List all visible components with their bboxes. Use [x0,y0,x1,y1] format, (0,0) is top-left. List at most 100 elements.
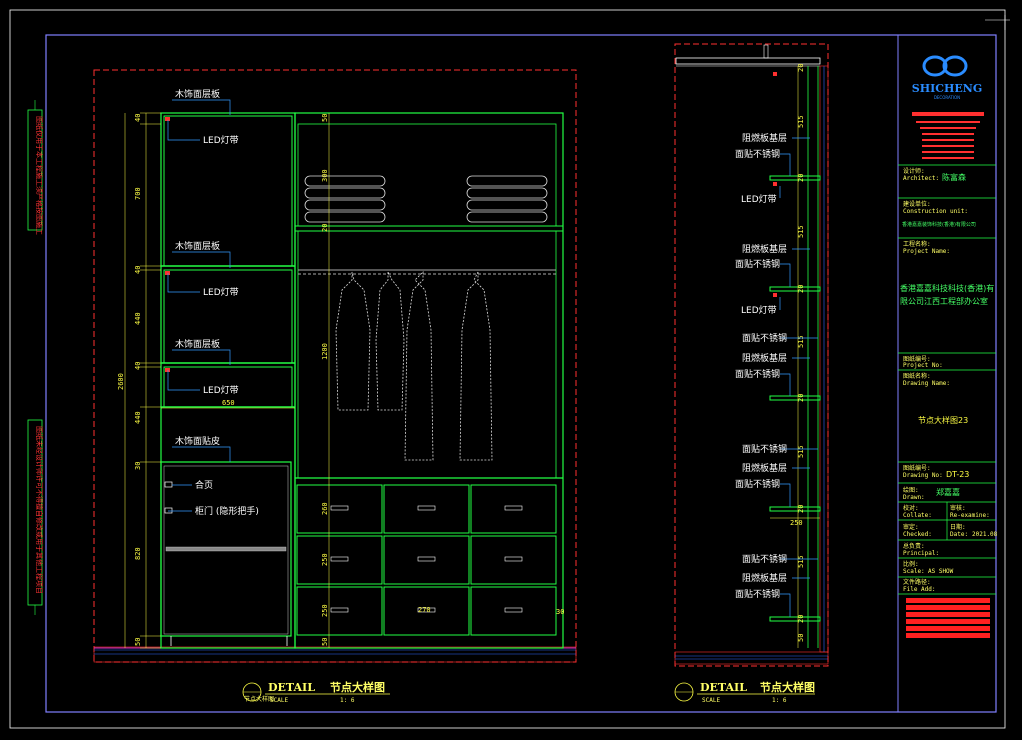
dim-left-1: 700 [134,187,142,200]
r-dim-3: 515 [797,225,805,238]
r-label-d1: 面贴不锈钢 [742,443,787,455]
scale-value: AS SHOW [928,568,954,575]
right-scale-val: 1: 6 [772,697,787,704]
label-door: 柜门 (隐形把手) [195,505,259,517]
r-dim-9: 515 [797,555,805,568]
r-dim-10: 20 [797,615,805,623]
project-value: 香港嘉嘉科技科技(香港)有限公司江西工程部办公室 [900,284,995,306]
file-label-en: File Add: [903,586,936,593]
r-label-c1: 面贴不锈钢 [742,332,787,344]
right-title: DETAIL 节点大样图 SCALE 1: 6 [674,680,815,704]
logo-text: SHICHENG [912,82,982,95]
dim-left-2: 40 [134,266,142,274]
outer-border [9,9,1006,729]
dim-left-8: 50 [134,638,142,646]
label-led-1: LED灯带 [203,135,239,146]
draw-value: 郑嘉嘉 [936,487,960,497]
dim-right-3: 1200 [321,343,329,360]
label-shelf-3: 木饰面层板 [175,338,220,350]
drawing-value: 节点大样图23 [918,415,968,425]
r-dim-0: 20 [797,64,805,72]
dim-30: 30 [556,608,564,616]
r-dim-width: 250 [790,519,803,527]
left-title-en: DETAIL [268,681,315,694]
lead-label: 总负责: [903,542,925,550]
drawing-label: 图纸名称: [903,372,931,380]
date-label-en: Date: [950,531,968,538]
dim-total: 2600 [117,373,125,390]
designer-label: 设计师: [903,167,925,175]
unit-label-en: Construction unit: [903,208,968,215]
label-top-shelf: 木饰面层板 [175,88,220,100]
side-note-top: 图纸仅用于本工程施工须严格按图施工 [35,116,44,235]
project-label-en: Project Name: [903,248,950,255]
page-label: 图纸编号: [903,355,931,363]
dim-right-4: 260 [321,502,329,515]
dim-left-0: 40 [134,114,142,122]
r-dim-4: 20 [797,285,805,293]
scale-label-en: Scale: [903,568,925,575]
r-label-b2: 面贴不锈钢 [735,258,780,270]
approve-label: 审定: [903,523,919,531]
r-label-d2: 阻燃板基层 [742,462,787,474]
r-dim-5: 515 [797,335,805,348]
dim-left-6: 30 [134,462,142,470]
designer-label-en: Architect: [903,175,939,182]
unit-label: 建设单位: [903,200,931,208]
num-label: 图纸编号: [903,464,931,472]
r-label-b1: 阻燃板基层 [742,243,787,255]
drawing-frame [45,34,997,713]
date-label: 日期: [950,523,966,531]
right-title-cn: 节点大样图 [760,680,815,694]
scale-label: 比例: [903,560,919,568]
label-led-2: LED灯带 [203,287,239,298]
drawing-label-en: Drawing Name: [903,380,950,387]
redacted-block [906,598,990,638]
rev-label: 审核: [950,504,966,512]
dim-width: 650 [222,399,235,407]
r-label-c2: 阻燃板基层 [742,352,787,364]
r-label-a2: 面贴不锈钢 [735,148,780,160]
dim-left-4: 40 [134,362,142,370]
right-section: 20 515 20 515 20 515 20 515 20 515 20 50… [674,43,829,704]
left-scale-en: SCALE [270,697,288,704]
left-title: 节点大样图 DETAIL 节点大样图 SCALE 1: 6 [242,680,390,704]
check-label: 校对: [903,504,919,512]
dim-drawer: 270 [418,606,431,614]
dim-right-5: 250 [321,553,329,566]
r-dim-2: 20 [797,174,805,182]
label-hinge: 合页 [195,479,213,491]
left-scale-val: 1: 6 [340,697,355,704]
left-title-cn: 节点大样图 [330,680,385,694]
page-label-en: Project No: [903,362,943,369]
r-dim-6: 20 [797,394,805,402]
num-value: DT-23 [946,470,969,479]
unit-value: 香港嘉嘉装饰科技(香港)有限公司 [902,221,976,228]
r-dim-8: 20 [797,505,805,513]
r-label-b3: LED灯带 [741,305,777,316]
project-label: 工程名称: [903,240,931,248]
title-block: SHICHENG DECORATION [898,55,998,638]
left-elevation: 40 700 40 440 40 440 30 820 50 2600 650 … [93,69,577,704]
rev-label-en: Re-examine: [950,512,990,519]
approve-label-en: Checked: [903,531,932,538]
r-label-e1: 面贴不锈钢 [742,553,787,565]
dim-left-7: 820 [134,547,142,560]
r-label-d3: 面贴不锈钢 [735,478,780,490]
draw-label: 绘图: [903,486,919,494]
num-label-en: Drawing No: [903,472,943,479]
r-dim-1: 515 [797,115,805,128]
dim-left-3: 440 [134,312,142,325]
left-badge: 节点大样图 [244,695,274,703]
right-title-en: DETAIL [700,681,747,694]
r-label-e2: 阻燃板基层 [742,572,787,584]
r-label-a1: 阻燃板基层 [742,132,787,144]
draw-label-en: Drawn: [903,494,925,501]
right-scale-en: SCALE [702,697,720,704]
label-led-3: LED灯带 [203,385,239,396]
r-label-c3: 面贴不锈钢 [735,368,780,380]
r-label-e3: 面贴不锈钢 [735,588,780,600]
dim-right-1: 300 [321,169,329,182]
date-value: 2021.08 [972,531,998,538]
